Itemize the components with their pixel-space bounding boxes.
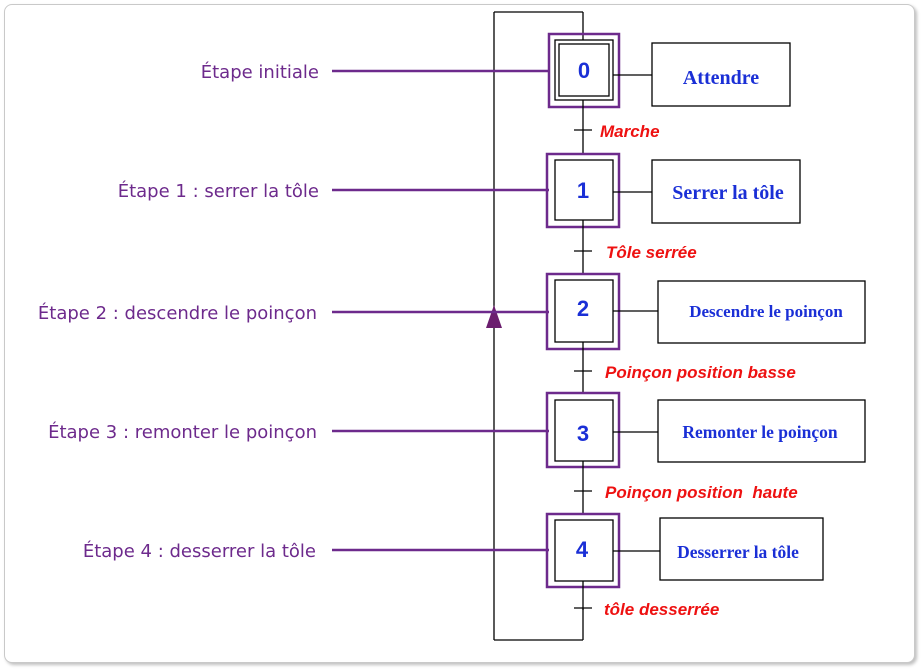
step-box (554, 399, 614, 462)
action-text: Descendre le poinçon (689, 302, 843, 321)
action-text: Remonter le poinçon (682, 422, 837, 442)
step-box (554, 39, 614, 101)
step-0: Étape initiale 0 Attendre Marche (201, 32, 791, 154)
action-box (657, 280, 866, 344)
step-annotation: Étape initiale (201, 61, 319, 83)
transition-label: Tôle serrée (606, 243, 697, 262)
step-highlight (547, 32, 621, 109)
transition-label: Poinçon position basse (605, 363, 796, 382)
step-number: 1 (577, 178, 589, 203)
step-annotation: Étape 3 : remonter le poinçon (48, 421, 317, 443)
step-annotation: Étape 1 : serrer la tôle (118, 180, 319, 202)
step-box (554, 519, 614, 582)
action-box (651, 42, 791, 107)
return-loop (486, 11, 584, 641)
return-arrow-icon (486, 305, 502, 328)
transition-label: Marche (600, 122, 660, 141)
transition-label: tôle desserrée (604, 600, 719, 619)
transition-label: Poinçon position haute (605, 483, 798, 502)
step-number: 0 (578, 58, 590, 83)
step-2: Étape 2 : descendre le poinçon 2 Descend… (38, 272, 866, 393)
action-text: Serrer la tôle (672, 182, 784, 204)
step-box (554, 279, 614, 343)
step-number: 2 (577, 296, 589, 321)
step-4: Étape 4 : desserrer la tôle 4 Desserrer … (83, 512, 824, 619)
step-annotation: Étape 4 : desserrer la tôle (83, 540, 316, 562)
initial-step-inner-box (558, 43, 610, 97)
action-text: Attendre (683, 67, 759, 89)
step-3: Étape 3 : remonter le poinçon 3 Remonter… (48, 391, 866, 514)
step-number: 3 (577, 421, 589, 446)
action-text: Desserrer la tôle (677, 542, 799, 562)
step-number: 4 (576, 537, 589, 562)
action-box (659, 517, 824, 581)
step-box (554, 159, 614, 221)
step-1: Étape 1 : serrer la tôle 1 Serrer la tôl… (118, 152, 801, 274)
step-annotation: Étape 2 : descendre le poinçon (38, 302, 317, 324)
action-box (657, 399, 866, 463)
action-box (651, 159, 801, 224)
